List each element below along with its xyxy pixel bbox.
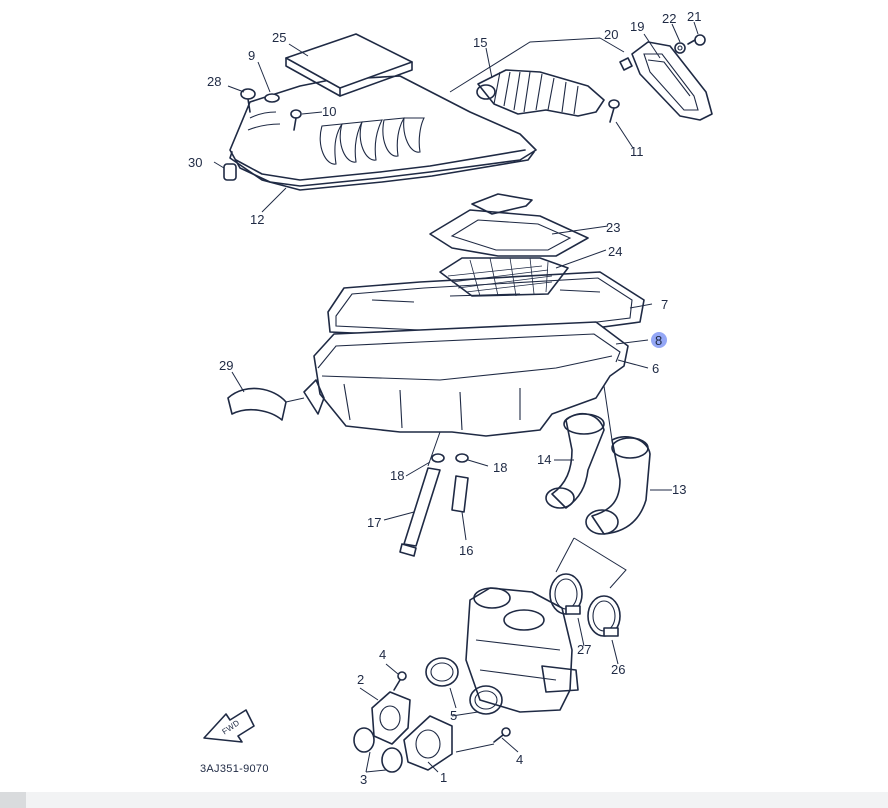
bolt-4a (393, 671, 407, 691)
label-3: 3 (360, 772, 367, 787)
label-1: 1 (440, 770, 447, 785)
label-26: 26 (611, 662, 625, 677)
o-ring-3a (353, 727, 375, 753)
duct-cap (631, 41, 713, 121)
clamp-18b (455, 453, 469, 463)
label-19: 19 (630, 19, 644, 34)
label-23: 23 (606, 220, 620, 235)
label-5: 5 (450, 708, 457, 723)
label-8: 8 (655, 333, 662, 348)
label-24: 24 (608, 244, 622, 259)
clamp-18a (431, 453, 445, 463)
label-22: 22 (662, 11, 676, 26)
label-27: 27 (577, 642, 591, 657)
label-16: 16 (459, 543, 473, 558)
leader-lines (213, 21, 699, 773)
label-12: 12 (250, 212, 264, 227)
corner-handle[interactable] (0, 792, 26, 808)
catalog-code: 3AJ351-9070 (200, 763, 269, 775)
screw-11 (608, 99, 620, 123)
clamp-5a (425, 657, 459, 687)
carburetor-joint-1 (403, 715, 453, 771)
joint-14 (545, 412, 605, 509)
joint-13 (585, 436, 651, 535)
label-18b: 18 (493, 460, 507, 475)
drain-hose-16 (451, 475, 469, 513)
label-4b: 4 (516, 752, 523, 767)
intake-duct (476, 69, 605, 117)
label-17: 17 (367, 515, 381, 530)
label-9: 9 (248, 48, 255, 63)
carburetor-assembly (465, 587, 579, 713)
front-direction-arrow: FWD (203, 709, 255, 743)
selected-part-highlight (651, 332, 667, 348)
part-number-labels: 25 9 28 10 30 12 15 20 19 22 21 11 23 24… (188, 9, 701, 787)
bolt-21 (687, 34, 706, 46)
label-28: 28 (207, 74, 221, 89)
label-30: 30 (188, 155, 202, 170)
air-filter-case-cover (229, 75, 537, 191)
label-7: 7 (661, 297, 668, 312)
label-4a: 4 (379, 647, 386, 662)
cap-30 (223, 163, 237, 181)
label-10: 10 (322, 104, 336, 119)
grommet-9 (264, 93, 280, 103)
label-20: 20 (604, 27, 618, 42)
label-2: 2 (357, 672, 364, 687)
washer-22 (674, 42, 686, 54)
label-25: 25 (272, 30, 286, 45)
filter-frame-23 (429, 193, 589, 257)
label-13: 13 (672, 482, 686, 497)
bottom-edge-strip (0, 792, 888, 808)
label-15: 15 (473, 35, 487, 50)
label-6: 6 (652, 361, 659, 376)
clamp-5b (469, 685, 503, 715)
o-ring-3b (381, 747, 403, 773)
bolt-4b (493, 727, 511, 743)
clamp-27 (549, 573, 583, 615)
band-29 (227, 387, 287, 421)
label-29: 29 (219, 358, 233, 373)
clamp-26 (587, 595, 621, 637)
screw-28 (240, 88, 256, 113)
screw-10 (290, 109, 302, 131)
filter-sponge (285, 33, 413, 97)
drain-hose-17 (399, 467, 441, 557)
label-21: 21 (687, 9, 701, 24)
seal-20 (619, 57, 633, 71)
air-filter-case (303, 321, 629, 437)
label-11: 11 (630, 144, 644, 159)
label-14: 14 (537, 452, 551, 467)
label-18a: 18 (390, 468, 404, 483)
